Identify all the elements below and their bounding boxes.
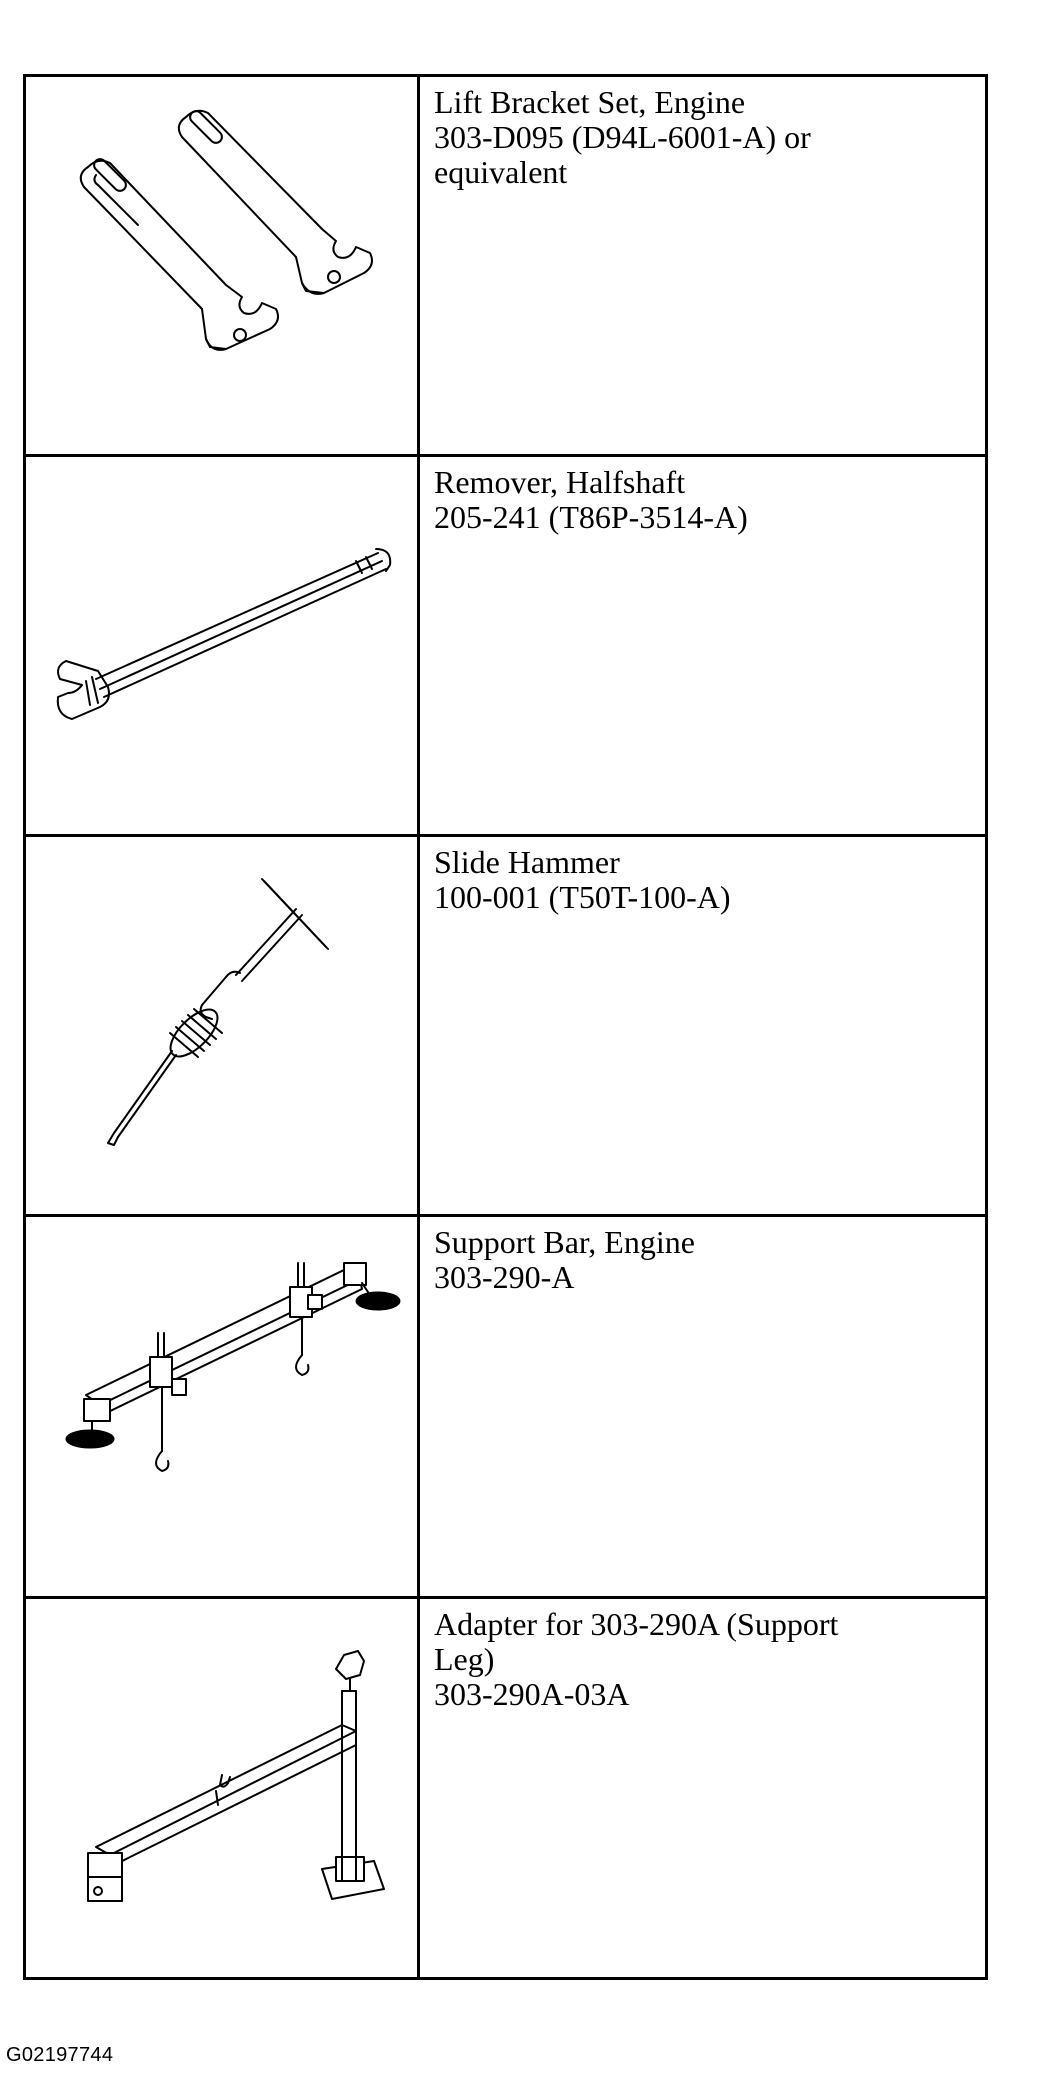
special-tools-table: Lift Bracket Set, Engine 303-D095 (D94L-…: [23, 74, 988, 1980]
tool-name: Support Bar, Engine: [434, 1224, 695, 1260]
support-leg-adapter-icon: [87, 1650, 385, 1902]
tool-part-number: 303-D095 (D94L-6001-A) or: [434, 119, 811, 155]
tool-part-number: 303-290-A: [434, 1259, 575, 1295]
lift-bracket-icon: [79, 109, 373, 351]
tool-illustration-cell: [23, 454, 420, 837]
tool-illustration-cell: [23, 1214, 420, 1599]
slide-hammer-icon: [107, 878, 329, 1146]
engine-support-bar-icon: [65, 1262, 401, 1472]
tool-note: equivalent: [434, 154, 568, 190]
tool-description: Adapter for 303-290A (Support Leg) 303-2…: [417, 1596, 988, 1980]
tool-name-continued: Leg): [434, 1641, 495, 1677]
tool-illustration-cell: [23, 834, 420, 1217]
tool-row-lift-bracket: Lift Bracket Set, Engine 303-D095 (D94L-…: [23, 74, 988, 457]
tool-name: Lift Bracket Set, Engine: [434, 84, 746, 120]
tool-part-number: 303-290A-03A: [434, 1676, 630, 1712]
figure-id-caption: G02197744: [6, 2044, 114, 2066]
tool-illustration-cell: [23, 74, 420, 457]
tool-name: Adapter for 303-290A (Support: [434, 1606, 839, 1642]
tool-row-engine-support-bar: Support Bar, Engine 303-290-A: [23, 1214, 988, 1599]
tool-description: Support Bar, Engine 303-290-A: [417, 1214, 988, 1599]
tool-name: Slide Hammer: [434, 844, 620, 880]
tool-row-slide-hammer: Slide Hammer 100-001 (T50T-100-A): [23, 834, 988, 1217]
tool-description: Lift Bracket Set, Engine 303-D095 (D94L-…: [417, 74, 988, 457]
halfshaft-remover-icon: [56, 548, 392, 720]
tool-part-number: 205-241 (T86P-3514-A): [434, 499, 748, 535]
tool-description: Slide Hammer 100-001 (T50T-100-A): [417, 834, 988, 1217]
tool-row-support-leg-adapter: Adapter for 303-290A (Support Leg) 303-2…: [23, 1596, 988, 1980]
tool-part-number: 100-001 (T50T-100-A): [434, 879, 731, 915]
tool-name: Remover, Halfshaft: [434, 464, 686, 500]
tool-row-halfshaft-remover: Remover, Halfshaft 205-241 (T86P-3514-A): [23, 454, 988, 837]
tool-illustration-cell: [23, 1596, 420, 1980]
tool-description: Remover, Halfshaft 205-241 (T86P-3514-A): [417, 454, 988, 837]
